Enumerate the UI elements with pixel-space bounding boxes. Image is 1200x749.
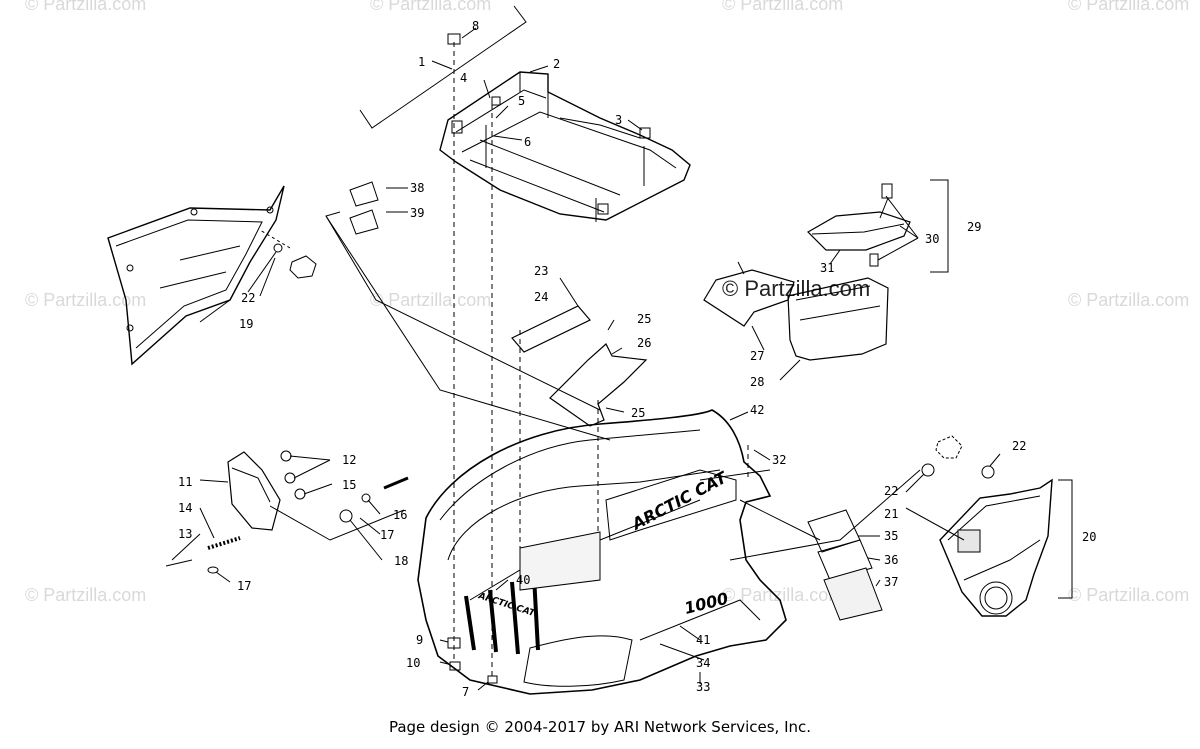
callout: 4	[460, 71, 468, 85]
watermark: © Partzilla.com	[722, 585, 844, 605]
callout: 21	[884, 507, 899, 521]
watermark: © Partzilla.com	[1068, 0, 1190, 14]
callout: 12	[342, 453, 357, 467]
callout: 35	[884, 529, 899, 543]
callout: 39	[410, 206, 425, 220]
watermark: © Partzilla.com	[25, 290, 147, 310]
callout: 33	[696, 680, 711, 694]
callout: 10	[406, 656, 421, 670]
callout: 2	[553, 57, 561, 71]
callout: 41	[696, 633, 711, 647]
callout: 38	[410, 181, 425, 195]
callout: 7	[462, 685, 470, 699]
callout: 22	[241, 291, 256, 305]
callout: 28	[750, 375, 765, 389]
callout: 13	[178, 527, 193, 541]
callout: 5	[518, 94, 526, 108]
callout: 1	[418, 55, 426, 69]
hood-decal: ARCTIC CAT	[627, 467, 731, 534]
watermark: © Partzilla.com	[722, 0, 844, 14]
callout: 36	[884, 553, 899, 567]
watermark: © Partzilla.com	[25, 585, 147, 605]
callout: 25	[631, 406, 646, 420]
watermark: © Partzilla.com	[370, 290, 492, 310]
callout: 37	[884, 575, 899, 589]
callout: 40	[516, 573, 531, 587]
callout: 18	[394, 554, 409, 568]
callout: 34	[696, 656, 711, 670]
callout: 19	[239, 317, 254, 331]
watermark: © Partzilla.com	[1068, 585, 1190, 605]
callout: 24	[534, 290, 549, 304]
callout: 31	[820, 261, 835, 275]
callout: 9	[416, 633, 424, 647]
callout: 20	[1082, 530, 1097, 544]
callout: 6	[524, 135, 532, 149]
callout: 14	[178, 501, 193, 515]
callout: 17	[380, 528, 395, 542]
watermark-center: © Partzilla.com	[720, 276, 873, 302]
watermark: © Partzilla.com	[370, 0, 492, 14]
callout: 22	[1012, 439, 1027, 453]
callout: 26	[637, 336, 652, 350]
watermark: © Partzilla.com	[1068, 290, 1190, 310]
callout: 8	[472, 19, 480, 33]
watermark: © Partzilla.com	[25, 0, 147, 14]
callout: 11	[178, 475, 193, 489]
callout: 30	[925, 232, 940, 246]
callout: 29	[967, 220, 982, 234]
callout: 25	[637, 312, 652, 326]
callout: 17	[237, 579, 252, 593]
callout: 27	[750, 349, 765, 363]
callout: 32	[772, 453, 787, 467]
footer-copyright: Page design © 2004-2017 by ARI Network S…	[388, 718, 812, 736]
callout: 23	[534, 264, 549, 278]
callout: 42	[750, 403, 765, 417]
grille-decal: ARCTIC CAT	[476, 591, 537, 619]
callout: 15	[342, 478, 357, 492]
callout: 22	[884, 484, 899, 498]
callout: 3	[615, 113, 623, 127]
callout: 16	[393, 508, 408, 522]
